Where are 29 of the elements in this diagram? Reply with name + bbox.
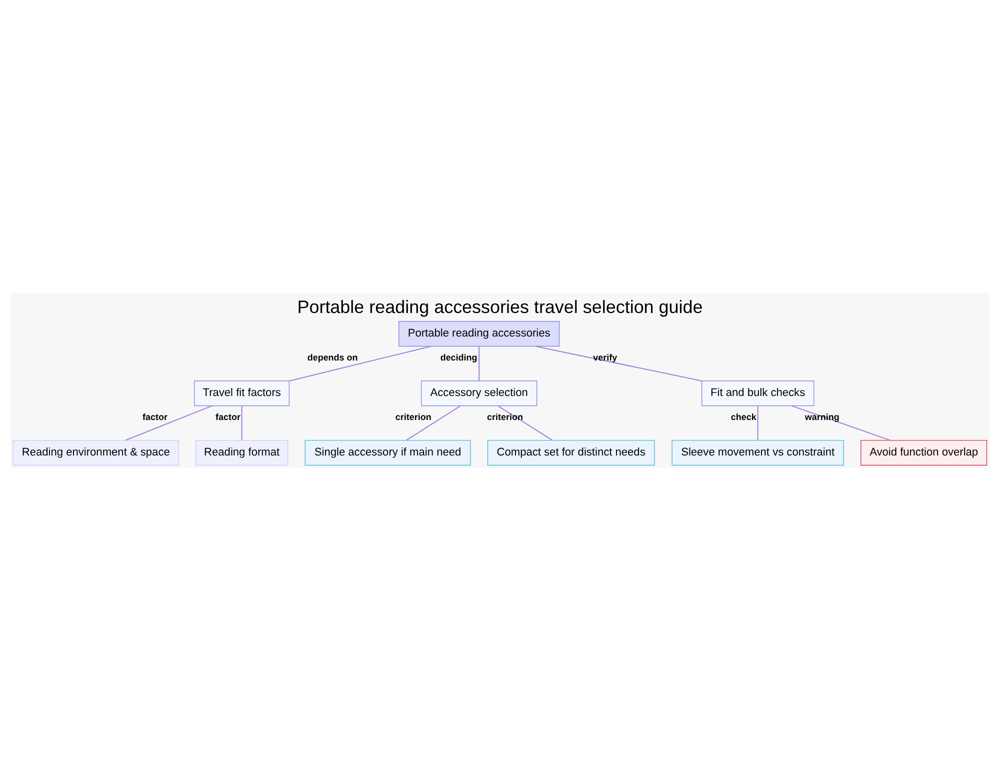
node-box: Compact set for distinct needs xyxy=(487,439,655,466)
node-box: Fit and bulk checks xyxy=(701,380,814,406)
edge-label: factor xyxy=(142,411,168,422)
edge-label: warning xyxy=(804,411,840,422)
node-box: Avoid function overlap xyxy=(860,439,988,466)
connector xyxy=(289,345,431,381)
connector xyxy=(125,404,212,440)
node-box: Travel fit factors xyxy=(194,380,290,406)
node-box: Reading environment & space xyxy=(12,439,179,466)
edge-label: check xyxy=(730,411,756,422)
edge-label: criterion xyxy=(395,411,432,422)
edge-label: factor xyxy=(216,411,241,422)
connector xyxy=(241,406,242,440)
connector xyxy=(757,406,758,440)
node-box: Single accessory if main need xyxy=(304,439,471,466)
node-box: Accessory selection xyxy=(420,380,538,406)
node-box: Reading format xyxy=(195,439,288,466)
edge-label: verify xyxy=(593,352,618,362)
connector xyxy=(406,404,461,440)
connector xyxy=(498,404,553,440)
node-box: Portable reading accessories xyxy=(398,320,560,346)
node-box: Sleeve movement vs constraint xyxy=(672,439,844,466)
connector xyxy=(536,345,702,381)
edge-label: depends on xyxy=(307,352,358,362)
edge-label: deciding xyxy=(440,352,478,362)
diagram-title: Portable reading accessories travel selection guide xyxy=(297,296,703,316)
edge-label: criterion xyxy=(487,411,523,422)
connector xyxy=(791,404,890,440)
connector xyxy=(478,346,480,380)
